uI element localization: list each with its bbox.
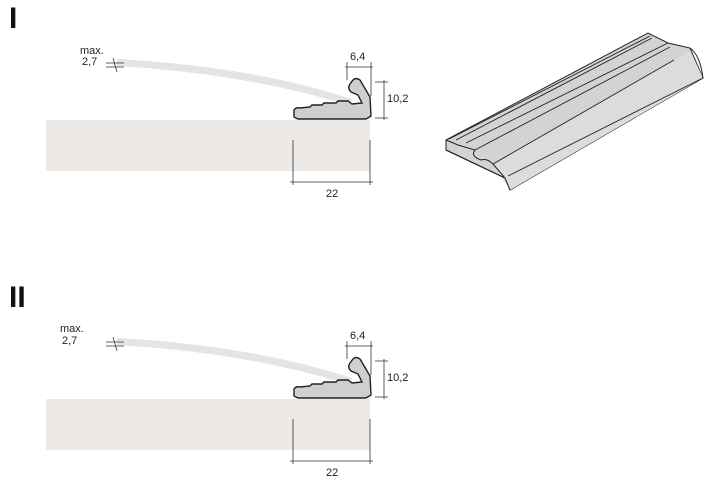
dimension-height: 10,2 (387, 93, 409, 105)
section-1 (45, 57, 389, 186)
max-label: max. (60, 323, 84, 335)
max-thickness-value: 2,7 (62, 335, 78, 347)
dimension-width: 6,4 (350, 330, 366, 342)
section-2 (45, 336, 389, 465)
max-label: max. (80, 45, 104, 57)
max-thickness-value: 2,7 (82, 56, 98, 68)
section-label: I (9, 2, 18, 35)
dimension-height: 10,2 (387, 372, 409, 384)
dimension-depth: 22 (326, 467, 339, 479)
dimension-width: 6,4 (350, 51, 366, 63)
profile-3d-illustration (445, 32, 704, 191)
dimension-depth: 22 (326, 188, 339, 200)
section-label: II (9, 281, 26, 314)
